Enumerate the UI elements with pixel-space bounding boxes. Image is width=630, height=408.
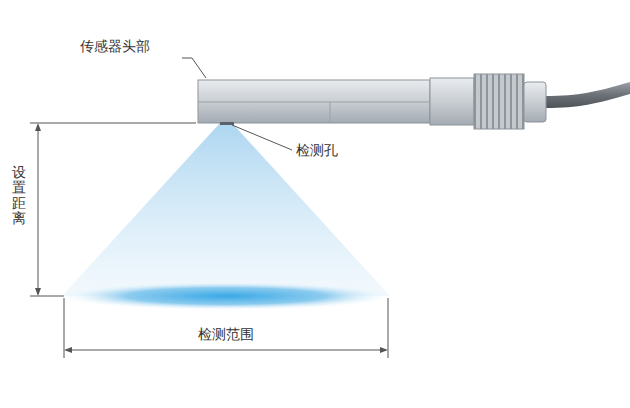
dimension-label: 设置距离	[12, 165, 26, 227]
part-label: 传感器头部	[80, 38, 150, 55]
part-label: 检测范围	[195, 326, 257, 343]
part-label: 检测孔	[296, 142, 338, 159]
